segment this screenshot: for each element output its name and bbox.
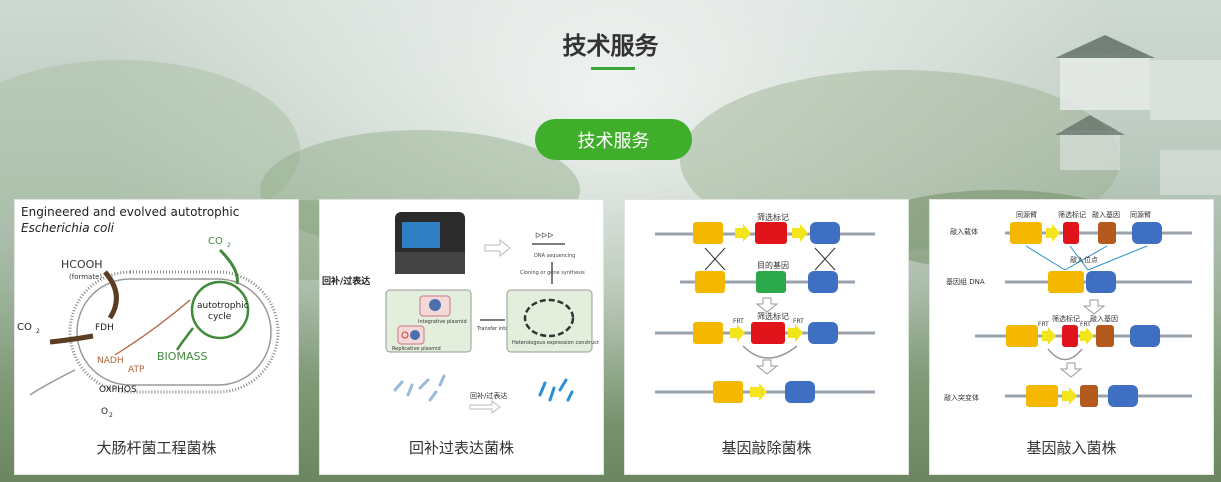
- svg-text:筛选标记: 筛选标记: [1052, 314, 1080, 323]
- svg-text:同源臂: 同源臂: [1016, 210, 1037, 219]
- svg-text:敲入载体: 敲入载体: [950, 227, 978, 236]
- ecoli-figure: Engineered and evolved autotrophic Esche…: [15, 200, 298, 420]
- svg-text:2: 2: [109, 412, 113, 419]
- service-card-knockout[interactable]: 筛选标记 目的基因 FRT 筛选标记 FRT: [624, 199, 909, 475]
- hcooh-label: HCOOH: [61, 258, 103, 271]
- svg-text:Heterologous expression constr: Heterologous expression construct: [512, 340, 599, 346]
- svg-text:Replicative plasmid: Replicative plasmid: [392, 346, 441, 352]
- card-label: 基因敲除菌株: [625, 437, 908, 458]
- co2-top: CO: [208, 236, 223, 247]
- svg-text:同源臂: 同源臂: [1130, 210, 1151, 219]
- svg-text:Cloning or gene synthesis: Cloning or gene synthesis: [520, 270, 585, 276]
- section-title: 技术服务: [0, 26, 1221, 61]
- nadh-label: NADH: [97, 356, 124, 366]
- biomass-label: BIOMASS: [157, 350, 207, 363]
- service-card-ecoli[interactable]: Engineered and evolved autotrophic Esche…: [14, 199, 299, 475]
- svg-text:FRT: FRT: [793, 318, 804, 325]
- svg-text:FRT: FRT: [1038, 321, 1049, 328]
- tab-tech-service[interactable]: 技术服务: [535, 119, 692, 160]
- atp-label: ATP: [128, 365, 145, 375]
- complement-figure: ᐅᐅᐅ DNA sequencing Cloning or gene synth…: [320, 200, 603, 420]
- svg-text:敲入基因: 敲入基因: [1090, 314, 1118, 323]
- figure-title-1: Engineered and evolved autotrophic: [21, 205, 239, 219]
- knockout-figure: 筛选标记 目的基因 FRT 筛选标记 FRT: [625, 200, 908, 420]
- service-card-knockin[interactable]: 同源臂 筛选标记 敲入基因 同源臂 敲入载体 敲入位点 基因组 DNA FRT …: [929, 199, 1214, 475]
- oxphos-label: OXPHOS: [99, 385, 137, 395]
- svg-text:2: 2: [227, 242, 231, 249]
- svg-text:目的基因: 目的基因: [757, 260, 789, 270]
- knockin-figure: 同源臂 筛选标记 敲入基因 同源臂 敲入载体 敲入位点 基因组 DNA FRT …: [930, 200, 1213, 420]
- svg-text:2: 2: [36, 328, 40, 335]
- co2-left: CO: [17, 322, 32, 333]
- svg-text:(formate): (formate): [69, 273, 102, 281]
- fdh-label: FDH: [95, 323, 114, 333]
- service-card-complement[interactable]: ᐅᐅᐅ DNA sequencing Cloning or gene synth…: [319, 199, 604, 475]
- cycle-label-2: cycle: [208, 312, 232, 322]
- svg-text:筛选标记: 筛选标记: [757, 212, 789, 222]
- svg-text:FRT: FRT: [733, 318, 744, 325]
- svg-text:基因组 DNA: 基因组 DNA: [946, 277, 985, 286]
- svg-text:ᐅᐅᐅ: ᐅᐅᐅ: [535, 231, 553, 240]
- svg-text:敲入突变体: 敲入突变体: [944, 393, 979, 402]
- svg-text:敲入基因: 敲入基因: [1092, 210, 1120, 219]
- card-label: 大肠杆菌工程菌株: [15, 437, 298, 458]
- svg-text:筛选标记: 筛选标记: [757, 311, 789, 321]
- o2-label: O: [101, 407, 108, 417]
- svg-text:回补/过表达: 回补/过表达: [470, 391, 507, 400]
- figure-title-2: Escherichia coli: [21, 221, 115, 235]
- title-underline: [591, 67, 635, 70]
- complement-left-label: 回补/过表达: [322, 275, 370, 287]
- svg-text:敲入位点: 敲入位点: [1070, 255, 1098, 264]
- cycle-label-1: autotrophic: [197, 301, 249, 311]
- card-label: 回补过表达菌株: [320, 437, 603, 458]
- card-label: 基因敲入菌株: [930, 437, 1213, 458]
- svg-text:筛选标记: 筛选标记: [1058, 210, 1086, 219]
- svg-text:Integrative plasmid: Integrative plasmid: [418, 319, 467, 325]
- svg-text:DNA sequencing: DNA sequencing: [534, 253, 575, 259]
